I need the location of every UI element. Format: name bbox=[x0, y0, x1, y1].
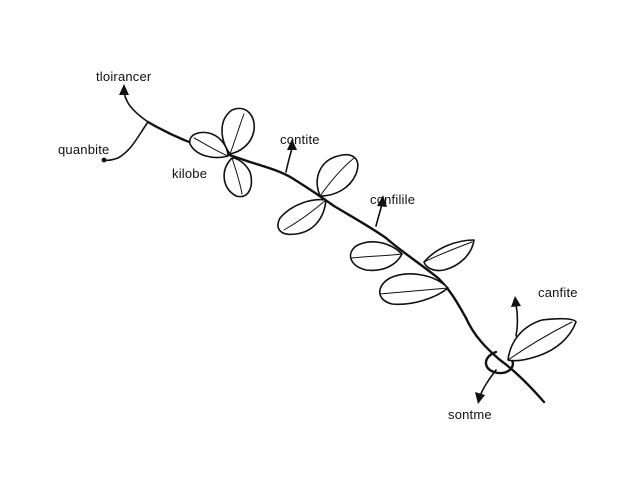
leaf-cluster-2 bbox=[277, 154, 359, 236]
arrow-to-middle-label bbox=[375, 203, 383, 227]
label-left: quanbite bbox=[58, 142, 110, 157]
arrow-head-right bbox=[511, 296, 521, 307]
dot-left bbox=[101, 157, 107, 163]
arrow-to-left-label bbox=[103, 121, 149, 162]
leaf-3b bbox=[423, 239, 475, 272]
label-node: kilobe bbox=[172, 166, 208, 181]
label-bottom: sontme bbox=[448, 407, 492, 422]
arrow-head-top bbox=[119, 84, 129, 95]
leaf-cluster-4 bbox=[507, 317, 577, 362]
label-upper: contite bbox=[280, 132, 320, 147]
arrow-head-upper bbox=[287, 139, 297, 150]
leaf-cluster-1 bbox=[189, 107, 256, 198]
leaf-2a bbox=[316, 154, 359, 197]
arrow-to-right-label bbox=[515, 303, 519, 337]
arrow-head-middle bbox=[377, 195, 387, 207]
leaf-3c bbox=[378, 273, 449, 306]
main-stem bbox=[146, 120, 546, 404]
arrow-head-bottom bbox=[475, 392, 485, 404]
label-middle: confilile bbox=[370, 192, 416, 207]
arrow-to-bottom-label bbox=[479, 369, 497, 397]
arrow-to-upper-label bbox=[285, 147, 293, 173]
label-top-left: tloirancer bbox=[96, 69, 152, 84]
leaf-2b bbox=[277, 198, 327, 236]
label-right: canfite bbox=[538, 285, 578, 300]
arrow-to-top-label bbox=[123, 91, 149, 123]
leaf-cluster-3 bbox=[349, 239, 475, 306]
